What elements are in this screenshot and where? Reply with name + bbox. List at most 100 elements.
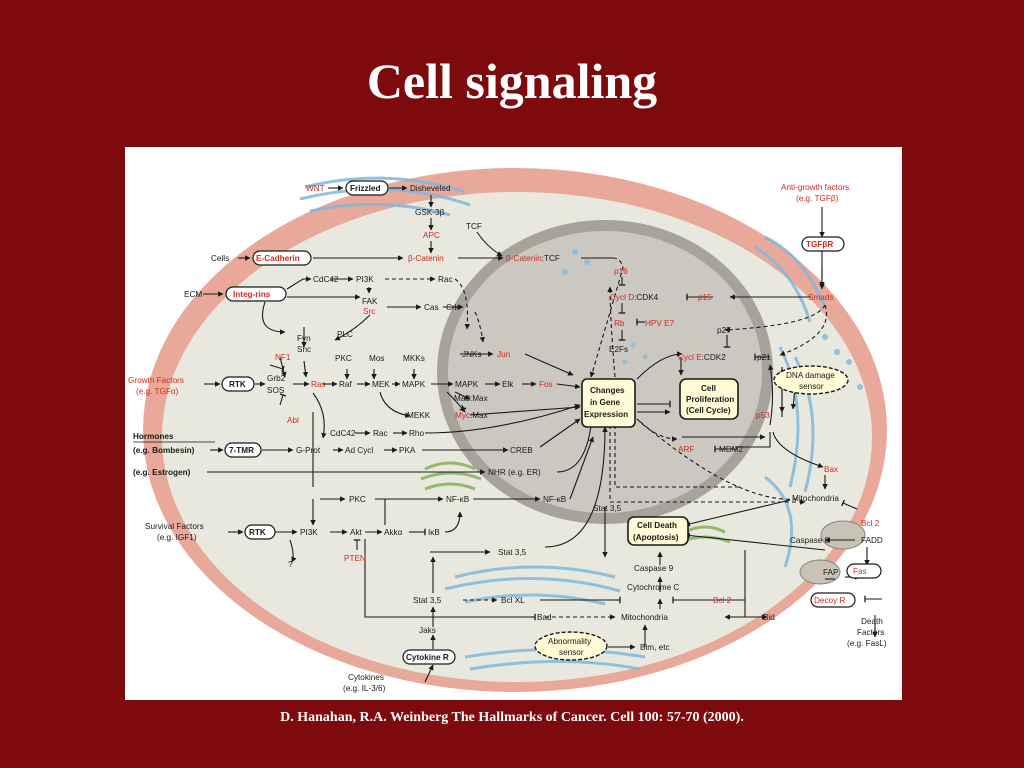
node-jnks: JNKs	[462, 350, 482, 359]
node-disheveled: Disheveled	[410, 184, 451, 193]
node-survival-eg: (e.g. IGF1)	[157, 533, 197, 542]
node-gsk3b: GSK-3β	[415, 208, 445, 217]
pathway-arrows	[203, 185, 882, 683]
node-qmark: ?	[288, 560, 293, 569]
node-plc: PLC	[337, 330, 353, 339]
node-ecadherin: E-Cadherin	[256, 254, 300, 263]
node-stat35-a: Stat 3,5	[498, 548, 527, 557]
node-wnt: WNT	[306, 184, 325, 193]
node-antigrowth-eg: (e.g. TGFβ)	[796, 194, 839, 203]
node-dna-sensor-2: sensor	[799, 382, 824, 391]
node-mos: Mos	[369, 354, 384, 363]
node-arf: ARF	[678, 445, 694, 454]
node-sos: SOS	[267, 386, 285, 395]
node-proliferation-3: (Cell Cycle)	[686, 406, 731, 415]
node-caspase8: Caspase 8	[790, 536, 830, 545]
node-stat35-c: Stat 3,5	[413, 596, 442, 605]
node-pi3k-top: PI3K	[356, 275, 374, 284]
node-p16: p16	[614, 267, 628, 276]
node-pkc-mid: PKC	[335, 354, 352, 363]
node-mapk-b: MAPK	[455, 380, 479, 389]
node-grb2: Grb2	[267, 374, 286, 383]
node-cytokines-eg: (e.g. IL-3/6)	[343, 684, 386, 693]
node-mapk-a: MAPK	[402, 380, 426, 389]
node-growth-factors: Growth Factors	[128, 376, 184, 385]
node-akka: Akkα	[384, 528, 403, 537]
node-fyn: Fyn	[297, 334, 311, 343]
node-apc: APC	[423, 231, 440, 240]
node-pi3k-low: PI3K	[300, 528, 318, 537]
node-cycld: Cycl D:CDK4	[610, 293, 659, 302]
node-fak: FAK	[362, 297, 378, 306]
node-pkc-low: PKC	[349, 495, 366, 504]
node-labels: WNT Frizzled Disheveled GSK-3β APC TCF C…	[128, 183, 887, 693]
node-fap: FAP	[823, 568, 839, 577]
node-mito-right: Mitochondria	[792, 494, 839, 503]
node-dna-sensor: DNA damage	[786, 371, 835, 380]
node-survival: Survival Factors	[145, 522, 204, 531]
node-ikb: IκB	[428, 528, 440, 537]
node-death-factors-3: (e.g. FasL)	[847, 639, 887, 648]
node-proliferation: Cell	[701, 384, 716, 393]
node-fadd: FADD	[861, 536, 883, 545]
node-decoyr: Decoy R	[814, 596, 845, 605]
node-src: Src	[363, 307, 375, 316]
node-mekk: MEKK	[407, 411, 431, 420]
node-abnormality: Abnormality	[548, 637, 592, 646]
node-raf: Raf	[339, 380, 352, 389]
node-mek: MEK	[372, 380, 390, 389]
node-shc: Shc	[297, 345, 311, 354]
node-cell-death: Cell Death	[637, 521, 677, 530]
node-fos: Fos	[539, 380, 553, 389]
cell-signaling-diagram: WNT Frizzled Disheveled GSK-3β APC TCF C…	[125, 147, 902, 700]
node-caspase9: Caspase 9	[634, 564, 674, 573]
node-bcatenin-tcf: β-Catenin:TCF	[506, 254, 560, 263]
node-pten: PTEN	[344, 554, 366, 563]
node-p53: p53	[756, 411, 770, 420]
node-cytokines: Cytokines	[348, 673, 384, 682]
node-growth-factors-eg: (e.g. TGFα)	[136, 387, 179, 396]
node-abnormality-2: sensor	[559, 648, 584, 657]
node-jaks: Jaks	[419, 626, 436, 635]
node-hormones: Hormones	[133, 432, 174, 441]
node-cells: Cells	[211, 254, 229, 263]
node-cytokiner: Cytokine R	[406, 653, 449, 662]
node-bcl2-right: Bcl 2	[861, 519, 880, 528]
node-crk: Crk	[446, 303, 460, 312]
node-bad: Bad	[537, 613, 552, 622]
node-fas: Fas	[853, 567, 867, 576]
cell-illustration	[125, 147, 902, 700]
node-proliferation-2: Proliferation	[686, 395, 734, 404]
slide-title: Cell signaling	[366, 53, 658, 109]
node-adcycl: Ad Cycl	[345, 446, 373, 455]
node-elk: Elk	[502, 380, 514, 389]
node-akt: Akt	[350, 528, 363, 537]
node-abl: Abl	[287, 416, 299, 425]
node-mdm2: MDM2	[719, 445, 744, 454]
node-bax: Bax	[824, 465, 838, 474]
node-ras: Ras	[311, 380, 326, 389]
node-p27: p27	[717, 326, 731, 335]
node-shapes	[221, 180, 882, 665]
node-nfkb-a: NF-κB	[446, 495, 470, 504]
node-death-factors: Death	[861, 617, 883, 626]
node-stat35-b: Stat 3,5	[593, 504, 622, 513]
node-bcatenin: β-Catenin	[408, 254, 444, 263]
node-bim: Bim, etc	[640, 643, 670, 652]
node-tgfbr: TGFβR	[806, 240, 833, 249]
node-hpv: HPV E7	[645, 319, 675, 328]
node-p15: p15	[698, 293, 712, 302]
node-nhr: NHR (e.g. ER)	[488, 468, 541, 477]
diagram-canvas: WNT Frizzled Disheveled GSK-3β APC TCF C…	[125, 147, 902, 700]
citation: D. Hanahan, R.A. Weinberg The Hallmarks …	[280, 710, 744, 725]
node-tcf-top: TCF	[466, 222, 482, 231]
node-death-factors-2: Factors	[857, 628, 884, 637]
node-myc: Myc:Max	[455, 411, 488, 420]
node-jun: Jun	[497, 350, 511, 359]
node-cas: Cas	[424, 303, 439, 312]
node-bid: Bid	[763, 613, 775, 622]
node-rho: Rho	[409, 429, 424, 438]
vesicle-dots-icon	[562, 249, 863, 390]
node-estrogen: (e.g. Estrogen)	[133, 468, 191, 477]
node-gene-expression-2: in Gene	[590, 398, 620, 407]
